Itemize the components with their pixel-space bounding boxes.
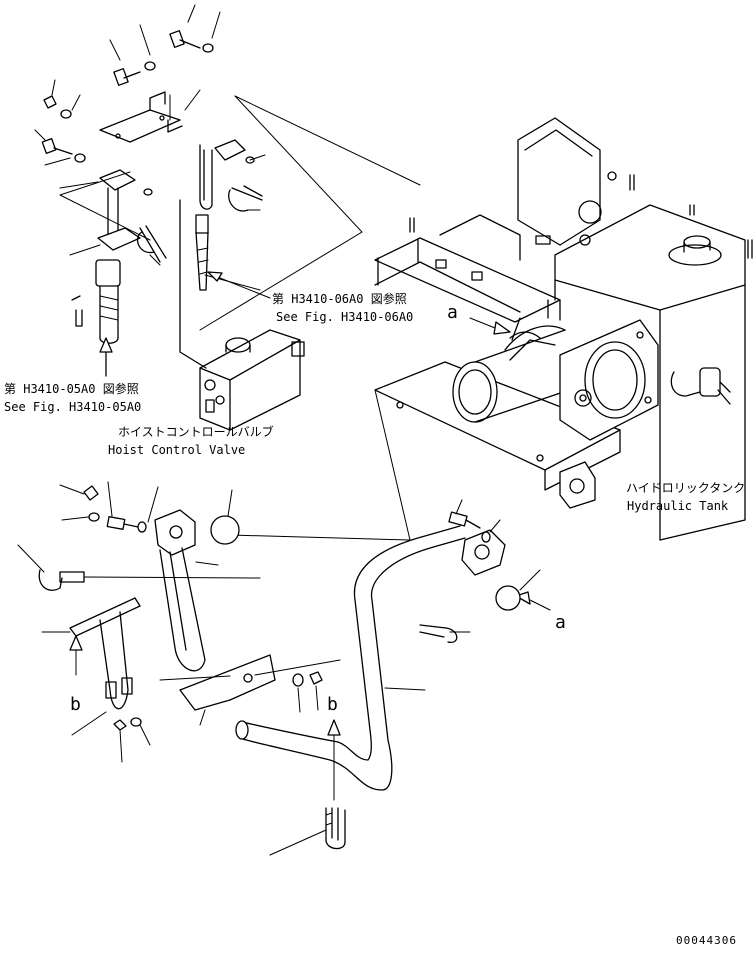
hoist-control-valve [179, 199, 305, 431]
hydraulic-tank-assembly [374, 117, 753, 541]
ref-06A0-en: See Fig. H3410-06A0 [276, 310, 413, 324]
marker-b-right: b [327, 694, 338, 715]
marker-a-upper: a [447, 302, 458, 323]
hoist-valve-label-en: Hoist Control Valve [108, 443, 245, 457]
ref-05A0-en: See Fig. H3410-05A0 [4, 400, 141, 414]
marker-b-left: b [70, 694, 81, 715]
hydraulic-tank-label-en: Hydraulic Tank [627, 499, 729, 513]
upper-bracket-hardware [34, 4, 266, 377]
ref-06A0-jp: 第 H3410-06A0 図参照 [272, 291, 407, 306]
marker-a-lower: a [555, 612, 566, 633]
text-labels: 第 H3410-06A0 図参照 See Fig. H3410-06A0 第 H… [4, 291, 745, 947]
drawing-number: 00044306 [676, 934, 737, 947]
ref-05A0-jp: 第 H3410-05A0 図参照 [4, 381, 139, 396]
hydraulic-tank-label-jp: ハイドロリックタンク [626, 481, 745, 495]
lower-piping [17, 481, 541, 856]
hoist-valve-label-jp: ホイストコントロールバルブ [118, 424, 274, 439]
reference-lines [59, 95, 551, 611]
